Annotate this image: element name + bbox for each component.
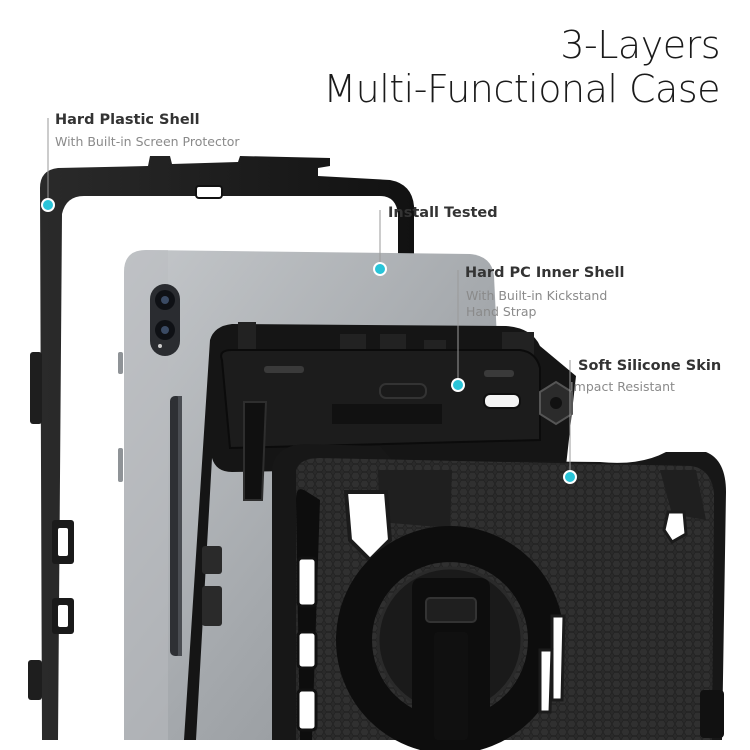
callout-dot-icon [373, 262, 387, 276]
callout-dot-icon [563, 470, 577, 484]
label-soft-silicone-skin: Soft Silicone Skin [578, 358, 722, 374]
sub-impact-resistant: Impact Resistant [570, 379, 675, 394]
label-install-tested: Install Tested [388, 205, 498, 221]
hard-pc-inner-shell [184, 322, 576, 740]
title-line-2: Multi-Functional Case [323, 67, 720, 111]
callout-dot-icon [41, 198, 55, 212]
label-hard-plastic-shell: Hard Plastic Shell [55, 112, 200, 128]
sub-kickstand: With Built-in Kickstand [466, 288, 608, 303]
callout-dot-icon [451, 378, 465, 392]
title-line-1: 3-Layers [560, 23, 720, 67]
sub-hand-strap: Hand Strap [466, 304, 537, 319]
soft-silicone-skin [272, 444, 726, 750]
hard-plastic-shell [28, 156, 414, 740]
label-hard-pc-inner-shell: Hard PC Inner Shell [465, 265, 625, 281]
callout-dots [41, 198, 577, 484]
sub-hard-plastic-shell: With Built-in Screen Protector [55, 134, 240, 149]
callout-lines [47, 118, 571, 476]
